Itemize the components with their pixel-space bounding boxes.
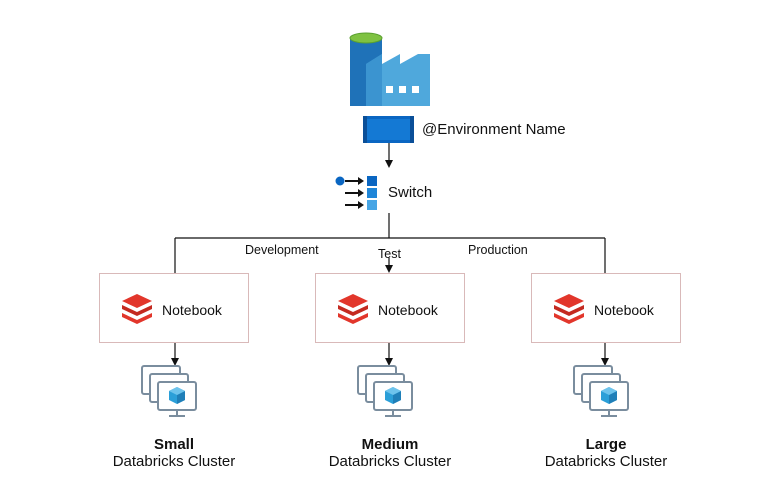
notebook-activity-test[interactable]: Notebook [315, 273, 465, 343]
cluster-name-label: Databricks Cluster [112, 453, 236, 470]
cluster-caption-medium: Medium Databricks Cluster [315, 436, 465, 470]
switch-activity-icon [335, 176, 377, 210]
cluster-caption-large: Large Databricks Cluster [531, 436, 681, 470]
databricks-notebook-icon [554, 294, 584, 324]
cluster-name-label: Databricks Cluster [328, 453, 452, 470]
cluster-size-label: Medium [361, 436, 419, 453]
notebook-activity-production[interactable]: Notebook [531, 273, 681, 343]
cluster-icon [573, 365, 629, 417]
pipeline-parameter-icon [363, 116, 414, 143]
branch-connectors [174, 213, 606, 273]
cluster-size-label: Large [585, 436, 627, 453]
cluster-name-label: Databricks Cluster [544, 453, 668, 470]
notebook-label: Notebook [378, 302, 438, 318]
cluster-icon [357, 365, 413, 417]
environment-parameter-label: @Environment Name [422, 121, 566, 138]
cluster-size-label: Small [153, 436, 195, 453]
case-label-production: Production [468, 243, 528, 257]
switch-activity-label: Switch [388, 184, 433, 201]
cluster-caption-small: Small Databricks Cluster [99, 436, 249, 470]
data-factory-icon [349, 32, 430, 106]
databricks-notebook-icon [122, 294, 152, 324]
notebook-label: Notebook [594, 302, 654, 318]
notebook-activity-development[interactable]: Notebook [99, 273, 249, 343]
case-label-development: Development [245, 243, 319, 257]
case-label-test: Test [378, 247, 401, 261]
databricks-notebook-icon [338, 294, 368, 324]
notebook-label: Notebook [162, 302, 222, 318]
cluster-icon [141, 365, 197, 417]
